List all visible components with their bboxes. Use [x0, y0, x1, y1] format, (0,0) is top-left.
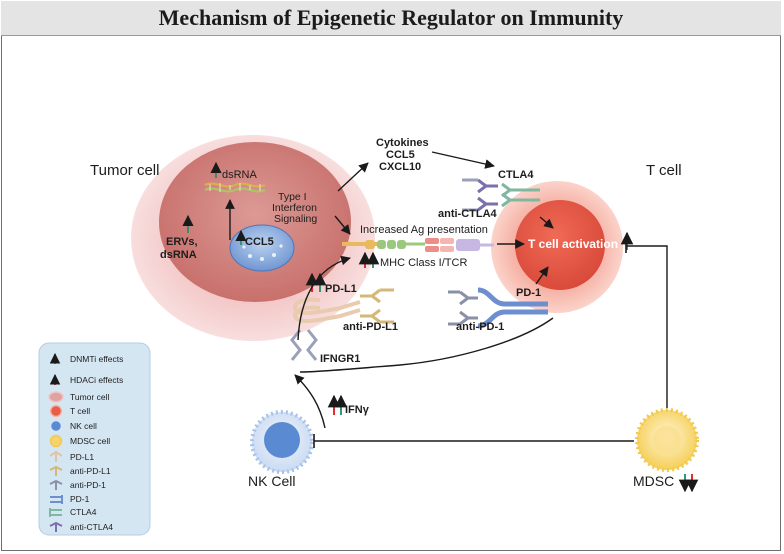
legend-label: PD-1 — [70, 494, 90, 504]
nk-to-ifngr1-arrow — [294, 374, 326, 429]
ifng-label: IFNγ — [345, 404, 370, 416]
page-title: Mechanism of Epigenetic Regulator on Imm… — [158, 5, 624, 30]
t-cell — [491, 181, 623, 313]
t-cell-activation-label: T cell activation — [528, 237, 618, 251]
legend-anti-pd-1-icon — [49, 479, 63, 490]
legend-label: NK cell — [70, 421, 97, 431]
pd-1-receptor-icon — [477, 287, 548, 329]
ag-presentation-label: Increased Ag presentation — [360, 224, 488, 236]
anti-pd-l1-label: anti-PD-L1 — [343, 321, 398, 333]
tumor-cell — [131, 135, 375, 341]
legend-anti-ctla4-icon — [49, 521, 63, 532]
legend: DNMTi effects HDACi effects Tumor cell T… — [38, 342, 151, 536]
cytokines-to-tcell-arrow — [431, 151, 495, 169]
legend-label: HDACi effects — [70, 375, 123, 385]
legend-label: MDSC cell — [70, 436, 110, 446]
ifngr1-label: IFNGR1 — [320, 353, 360, 365]
ifn-label-line3: Signaling — [274, 213, 317, 225]
ervs-label-line2: dsRNA — [160, 249, 197, 261]
legend-label: Tumor cell — [70, 392, 109, 402]
ifngr1-to-mhc-arrow — [297, 255, 351, 341]
ifn-to-ag-arrow — [334, 215, 351, 235]
ctla4-to-activation-arrow — [539, 216, 554, 229]
legend-label: PD-L1 — [70, 452, 94, 462]
mdsc-cell — [635, 408, 699, 472]
mdsc-inhibits-nk-line — [313, 434, 634, 448]
mhc-tcr-label: MHC Class I/TCR — [380, 257, 467, 269]
pd1-to-activation-arrow — [535, 266, 549, 285]
anti-pd-1-antibody-icon — [448, 290, 478, 326]
legend-anti-pd-l1-icon — [49, 465, 63, 476]
legend-nk-cell-icon — [49, 419, 63, 433]
t-cell-nucleus — [515, 200, 605, 290]
mdsc-inhibits-tcell-line — [625, 239, 668, 408]
legend-label: anti-PD-1 — [70, 480, 106, 490]
ctla4-label: CTLA4 — [498, 169, 534, 181]
nk-cell-label: NK Cell — [248, 473, 295, 489]
anti-ctla4-antibody-icon — [462, 178, 498, 212]
dsrna-label: dsRNA — [222, 169, 258, 181]
ervs-label-line1: ERVs, — [166, 236, 198, 248]
title-bar: Mechanism of Epigenetic Regulator on Imm… — [1, 1, 781, 36]
anti-pd-1-label: anti-PD-1 — [456, 321, 504, 333]
ifn-label-line1: Type I — [278, 191, 307, 203]
legend-label: DNMTi effects — [70, 354, 123, 364]
legend-t-cell-icon — [49, 404, 63, 418]
legend-mdsc-cell-icon — [49, 434, 63, 448]
mhc-tcr-complex-icon — [342, 238, 494, 252]
tumor-cell-label: Tumor cell — [90, 162, 159, 179]
cytokines-label-line3: CXCL10 — [379, 161, 421, 173]
legend-ctla4-icon — [49, 508, 62, 517]
legend-label: CTLA4 — [70, 507, 97, 517]
tumor-nucleus — [229, 224, 295, 272]
cytokines-label-line2: CCL5 — [386, 149, 415, 161]
pd-1-label: PD-1 — [516, 287, 541, 299]
cytokines-label-line1: Cytokines — [376, 137, 429, 149]
pd-l1-label: PD-L1 — [325, 283, 357, 295]
ifn-label-line2: Interferon — [272, 202, 317, 214]
tumor-cell-cytoplasm — [159, 142, 351, 302]
anti-pd-l1-antibody-icon — [360, 288, 394, 324]
anti-ctla4-label: anti-CTLA4 — [438, 208, 498, 220]
mdsc-cell-label: MDSC — [633, 473, 674, 489]
ifngr1-receptor-icon — [290, 329, 318, 361]
dsrna-strand-icon — [204, 182, 266, 193]
legend-tumor-cell-icon — [48, 391, 64, 403]
ifn-to-cytokines-arrow — [337, 162, 369, 192]
legend-pd-l1-icon — [49, 450, 63, 462]
ctla4-receptor-icon — [501, 182, 540, 208]
legend-label: anti-CTLA4 — [70, 522, 113, 532]
nk-cell — [250, 410, 314, 474]
tcell-to-ifngr1-line — [299, 317, 554, 373]
legend-label: T cell — [70, 406, 90, 416]
legend-label: anti-PD-L1 — [70, 466, 111, 476]
legend-pd-1-icon — [50, 495, 63, 504]
ccl5-nucleus-label: CCL5 — [245, 236, 274, 248]
t-cell-label: T cell — [646, 162, 682, 179]
